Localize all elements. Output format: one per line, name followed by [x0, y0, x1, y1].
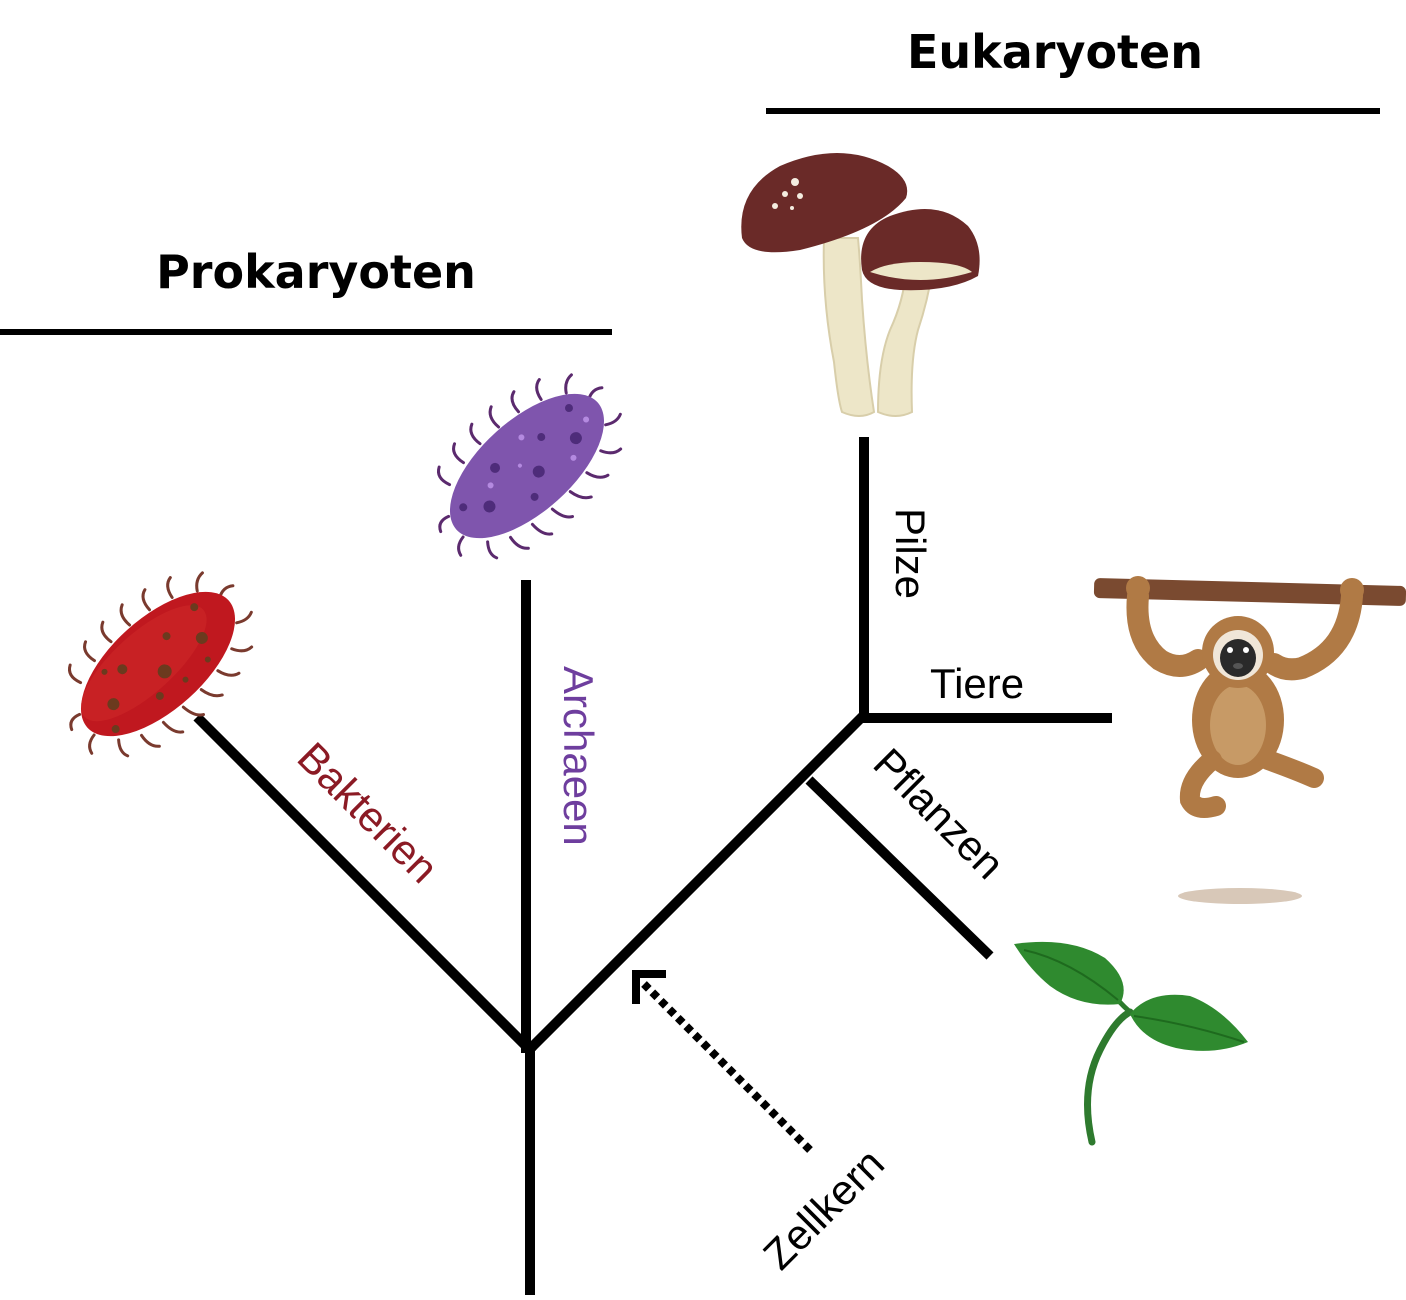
plants-label: Pflanzen	[865, 739, 1014, 888]
fungi-label: Pilze	[887, 508, 934, 599]
archaeon-icon	[437, 373, 623, 560]
tree-branches	[193, 437, 1112, 1295]
nucleus-label: Zellkern	[754, 1139, 893, 1278]
gibbon-icon	[1093, 576, 1406, 904]
eukaryotes-heading: Eukaryoten	[907, 25, 1203, 79]
eukaryote-branch-line	[522, 709, 870, 1057]
archaea-label: Archaeen	[555, 666, 602, 846]
bacteria-label: Bakterien	[289, 733, 448, 892]
mushroom-icon	[741, 153, 980, 417]
prokaryotes-heading: Prokaryoten	[156, 245, 476, 299]
bacteria-branch-line	[193, 713, 537, 1057]
sprout-icon	[1014, 941, 1248, 1146]
nucleus-arrow	[632, 970, 813, 1153]
plants-branch-line	[805, 776, 994, 960]
animals-label: Tiere	[930, 660, 1024, 707]
bacterium-icon	[68, 571, 254, 758]
